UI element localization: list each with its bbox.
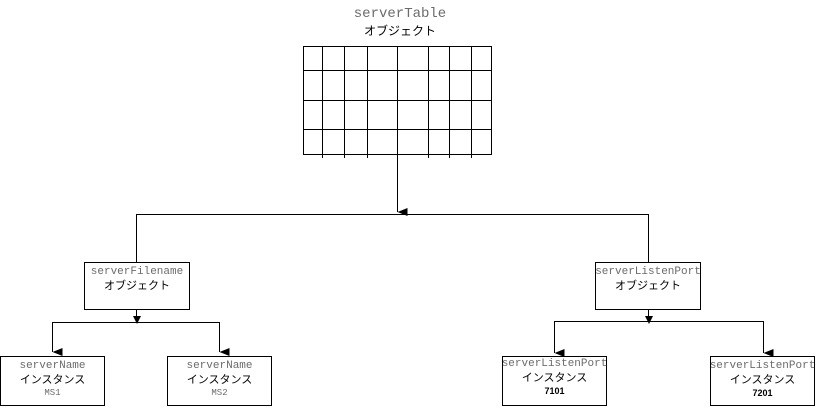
instance-value: 7101 <box>544 386 565 396</box>
node-subtitle: オブジェクト <box>615 279 681 292</box>
instance-title: serverListenPort <box>501 358 608 370</box>
server-name-instance-ms2: serverName インスタンス MS2 <box>167 356 272 406</box>
server-filename-node: serverFilename オブジェクト <box>84 262 190 310</box>
server-name-instance-ms1: serverName インスタンス MS1 <box>0 356 105 406</box>
instance-subtitle: インスタンス <box>729 373 796 386</box>
table-grid-icon <box>303 46 492 158</box>
instance-value: MS1 <box>44 388 61 398</box>
root-subtitle: オブジェクト <box>363 24 436 38</box>
instance-title: serverListenPort <box>709 360 816 372</box>
server-listen-port-instance-7201: serverListenPort インスタンス 7201 <box>710 356 815 406</box>
instance-subtitle: インスタンス <box>19 373 86 386</box>
instance-subtitle: インスタンス <box>186 373 253 386</box>
instance-value: 7201 <box>752 388 773 398</box>
instance-title: serverName <box>19 360 86 372</box>
instance-subtitle: インスタンス <box>521 371 588 384</box>
server-listen-port-instance-7101: serverListenPort インスタンス 7101 <box>502 356 607 406</box>
left-parent-arrow <box>133 316 141 324</box>
instance-title: serverName <box>186 360 253 372</box>
node-title: serverListenPort <box>595 266 701 278</box>
node-title: serverFilename <box>90 266 184 278</box>
right-parent-arrow <box>645 316 653 324</box>
instance-value: MS2 <box>211 388 228 398</box>
node-subtitle: オブジェクト <box>104 279 170 292</box>
server-listen-port-node: serverListenPort オブジェクト <box>595 262 701 310</box>
root-title: serverTable <box>353 6 447 22</box>
